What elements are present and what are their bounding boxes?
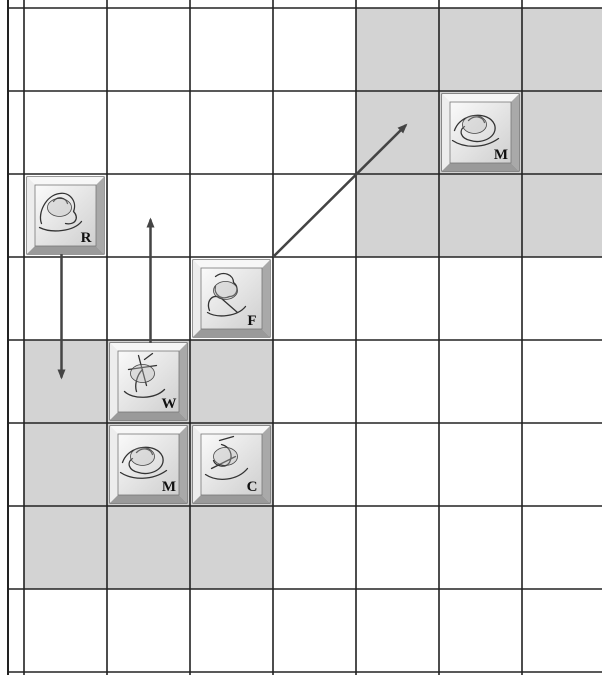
tile-bevel-bottom [27, 246, 104, 254]
piece-label: R [81, 230, 92, 246]
piece-m1[interactable]: M [110, 426, 187, 503]
tile-bevel-left [110, 426, 118, 503]
tile-bevel-left [193, 260, 201, 337]
cavalier-icon-shade [214, 448, 238, 466]
shaded-square [439, 174, 522, 257]
tile-bevel-top [110, 426, 187, 434]
piece-w[interactable]: W [110, 343, 187, 420]
shaded-square [439, 8, 522, 91]
tile-bevel-left [110, 343, 118, 420]
tile-bevel-bottom [442, 163, 519, 171]
shaded-square [356, 8, 439, 91]
shaded-square [107, 506, 190, 589]
tile-bevel-right [179, 426, 187, 503]
tile-bevel-right [511, 94, 519, 171]
mage-icon-shade [463, 116, 487, 134]
piece-r[interactable]: R [27, 177, 104, 254]
flower-knight-icon-shade [214, 282, 238, 300]
shaded-square [356, 174, 439, 257]
tile-bevel-top [193, 260, 270, 268]
piece-label: W [162, 396, 177, 412]
shaded-square [24, 340, 107, 423]
piece-label: F [247, 313, 256, 329]
tile-bevel-left [442, 94, 450, 171]
piece-label: M [494, 147, 508, 163]
tile-bevel-bottom [110, 495, 187, 503]
tile-bevel-right [262, 426, 270, 503]
tile-bevel-right [96, 177, 104, 254]
piece-label: M [162, 479, 176, 495]
tile-bevel-top [442, 94, 519, 102]
tile-bevel-bottom [110, 412, 187, 420]
shaded-square [190, 506, 273, 589]
shaded-square [522, 174, 602, 257]
shaded-square [522, 8, 602, 91]
tile-bevel-left [193, 426, 201, 503]
tile-bevel-bottom [193, 329, 270, 337]
shaded-square [24, 423, 107, 506]
piece-c[interactable]: C [193, 426, 270, 503]
warrior-icon-shade [131, 365, 155, 383]
shaded-square [24, 506, 107, 589]
tile-bevel-top [110, 343, 187, 351]
tile-bevel-right [179, 343, 187, 420]
shaded-square [522, 91, 602, 174]
mage-icon-shade [131, 448, 155, 466]
piece-label: C [247, 479, 258, 495]
shaded-square [190, 340, 273, 423]
piece-f[interactable]: F [193, 260, 270, 337]
tile-bevel-left [27, 177, 35, 254]
tile-bevel-right [262, 260, 270, 337]
tile-bevel-top [193, 426, 270, 434]
horse-rider-icon-shade [48, 199, 72, 217]
tile-bevel-top [27, 177, 104, 185]
tile-bevel-bottom [193, 495, 270, 503]
piece-m2[interactable]: M [442, 94, 519, 171]
